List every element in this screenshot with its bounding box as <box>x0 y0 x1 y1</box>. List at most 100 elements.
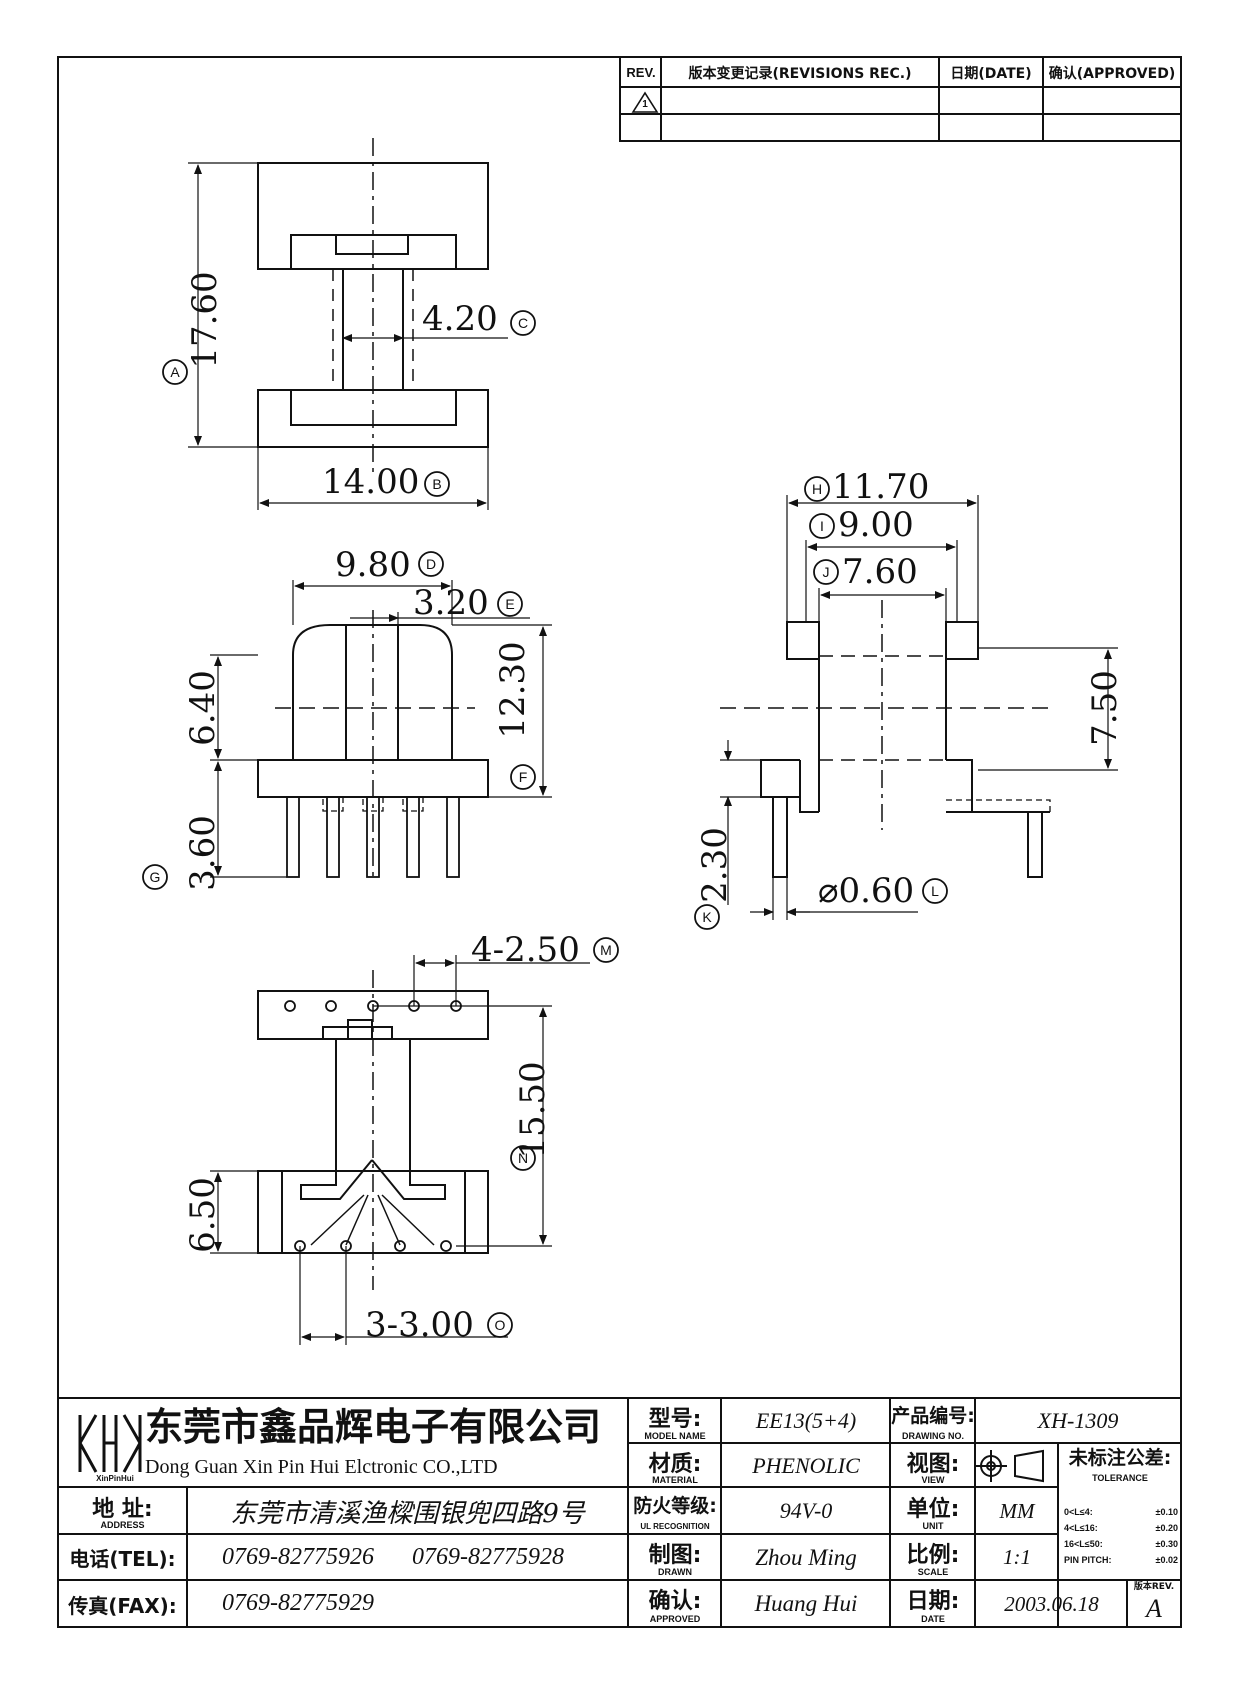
scale-sub: SCALE <box>917 1567 949 1577</box>
version-value: A <box>1146 1594 1162 1623</box>
tolerance-range: 0<L≤4: <box>1064 1507 1093 1517</box>
dim-m: 4-2.50 <box>471 930 580 970</box>
dim-l: ⌀0.60 <box>818 871 915 911</box>
fax-label: 传真(FAX): <box>68 1593 177 1618</box>
dim-l-value: 0.60 <box>838 871 915 911</box>
drawn-value: Zhou Ming <box>755 1544 857 1570</box>
ul-value: 94V-0 <box>779 1498 833 1523</box>
dim-o: 3-3.00 <box>365 1305 474 1345</box>
dim-f-upper: 6.40 <box>183 670 223 746</box>
svg-text:M: M <box>600 942 612 958</box>
tolerance-row: 16<L≤50: ±0.30 <box>1064 1540 1178 1556</box>
unit-label: 单位: <box>906 1497 960 1522</box>
rev-mark: 1 <box>642 98 648 110</box>
drawn-label: 制图: <box>648 1543 702 1568</box>
svg-text:N: N <box>518 1150 528 1166</box>
dim-j: 7.60 <box>842 552 918 592</box>
projection-symbol-icon <box>975 1449 1044 1483</box>
model-label: 型号: <box>648 1407 702 1432</box>
tolerance-label: 未标注公差: <box>1068 1447 1172 1469</box>
material-label: 材质: <box>648 1452 702 1477</box>
svg-text:C: C <box>518 315 528 331</box>
material-label-cell: 材质: MATERIAL <box>629 1444 721 1487</box>
svg-text:L: L <box>931 883 939 899</box>
approved-label: 确认: <box>648 1589 702 1614</box>
svg-text:F: F <box>519 769 528 785</box>
svg-text:B: B <box>432 476 441 492</box>
unit-value: MM <box>999 1498 1035 1523</box>
company-logo <box>78 1414 142 1473</box>
model-value: EE13(5+4) <box>755 1408 857 1433</box>
svg-text:I: I <box>820 518 824 534</box>
material-sub: MATERIAL <box>652 1475 698 1485</box>
ul-label-cell: 防火等级: UL RECOGNITION <box>629 1488 721 1534</box>
tolerance-range: 4<L≤16: <box>1064 1523 1098 1533</box>
drawn-sub: DRAWN <box>658 1567 692 1577</box>
tolerance-range: 16<L≤50: <box>1064 1539 1103 1549</box>
drawing-no-value: XH-1309 <box>1037 1408 1119 1433</box>
title-block-grid <box>58 1397 1181 1627</box>
logo-text: XinPinHui <box>96 1474 134 1483</box>
ul-sub: UL RECOGNITION <box>640 1522 710 1531</box>
fax-value: 0769-82775929 <box>222 1590 374 1616</box>
svg-text:A: A <box>170 364 180 380</box>
tel-value-1: 0769-82775926 <box>222 1544 374 1570</box>
tel-value-2: 0769-82775928 <box>412 1544 564 1570</box>
company-name-en: Dong Guan Xin Pin Hui Elctronic CO.,LTD <box>145 1456 498 1478</box>
dim-h: 11.70 <box>832 467 930 507</box>
version-label: 版本REV. <box>1133 1582 1175 1592</box>
svg-text:D: D <box>426 556 436 572</box>
scale-value: 1:1 <box>1003 1545 1031 1569</box>
drawing-no-label-cell: 产品编号: DRAWING NO. <box>891 1399 975 1443</box>
svg-text:J: J <box>823 564 830 580</box>
dim-n: 15.50 <box>513 1061 553 1159</box>
address-value: 东莞市清溪渔樑围银兜四路9号 <box>230 1498 585 1529</box>
dim-f: 12.30 <box>493 641 533 739</box>
tolerance-sub: TOLERANCE <box>1092 1473 1148 1483</box>
dim-k-upper: 7.50 <box>1085 670 1125 746</box>
scale-label-cell: 比例: SCALE <box>891 1535 975 1580</box>
side-view <box>720 495 1118 920</box>
tolerance-row: 4<L≤16: ±0.20 <box>1064 1524 1178 1540</box>
tolerance-range: PIN PITCH: <box>1064 1555 1112 1565</box>
svg-text:O: O <box>495 1317 506 1333</box>
address-label-cell: 地 址: ADDRESS <box>58 1488 187 1534</box>
revision-table-grid <box>619 56 1182 142</box>
tolerance-value: ±0.20 <box>1155 1523 1178 1533</box>
unit-label-cell: 单位: UNIT <box>891 1488 975 1534</box>
model-label-cell: 型号: MODEL NAME <box>629 1399 721 1443</box>
view-sub: VIEW <box>921 1475 945 1485</box>
dim-c: 4.20 <box>422 299 498 339</box>
dim-b: 14.00 <box>322 462 420 502</box>
dim-k: 2.30 <box>695 827 735 903</box>
view-label-cell: 视图: VIEW <box>891 1444 975 1487</box>
unit-sub: UNIT <box>922 1521 944 1531</box>
svg-text:E: E <box>505 596 514 612</box>
top-view <box>188 138 508 510</box>
svg-text:K: K <box>702 909 712 925</box>
approved-label-cell: 确认: APPROVED <box>629 1581 721 1627</box>
date-sub: DATE <box>921 1614 945 1624</box>
svg-text:H: H <box>812 481 822 497</box>
model-sub: MODEL NAME <box>644 1431 706 1441</box>
tolerance-value: ±0.02 <box>1155 1555 1178 1565</box>
outer-frame <box>57 56 1182 1628</box>
scale-label: 比例: <box>906 1543 960 1568</box>
tolerance-row: 0<L≤4: ±0.10 <box>1064 1508 1178 1524</box>
date-value: 2003.06.18 <box>1004 1591 1099 1616</box>
date-header: 日期(DATE) <box>950 65 1032 82</box>
tolerance-value: ±0.30 <box>1155 1539 1178 1549</box>
approved-sub: APPROVED <box>649 1614 701 1624</box>
ul-label: 防火等级: <box>633 1495 717 1517</box>
approved-value: Huang Hui <box>754 1591 858 1616</box>
dim-n-lower: 6.50 <box>183 1177 223 1253</box>
drawing-no-label: 产品编号: <box>891 1405 975 1427</box>
tolerance-table: 0<L≤4: ±0.10 4<L≤16: ±0.20 16<L≤50: ±0.3… <box>1064 1508 1178 1572</box>
dim-d: 9.80 <box>335 545 411 585</box>
view-label: 视图: <box>906 1452 960 1477</box>
bottom-view <box>210 955 590 1345</box>
dim-a: 17.60 <box>185 271 225 369</box>
front-view <box>210 580 552 880</box>
svg-text:G: G <box>150 869 161 885</box>
